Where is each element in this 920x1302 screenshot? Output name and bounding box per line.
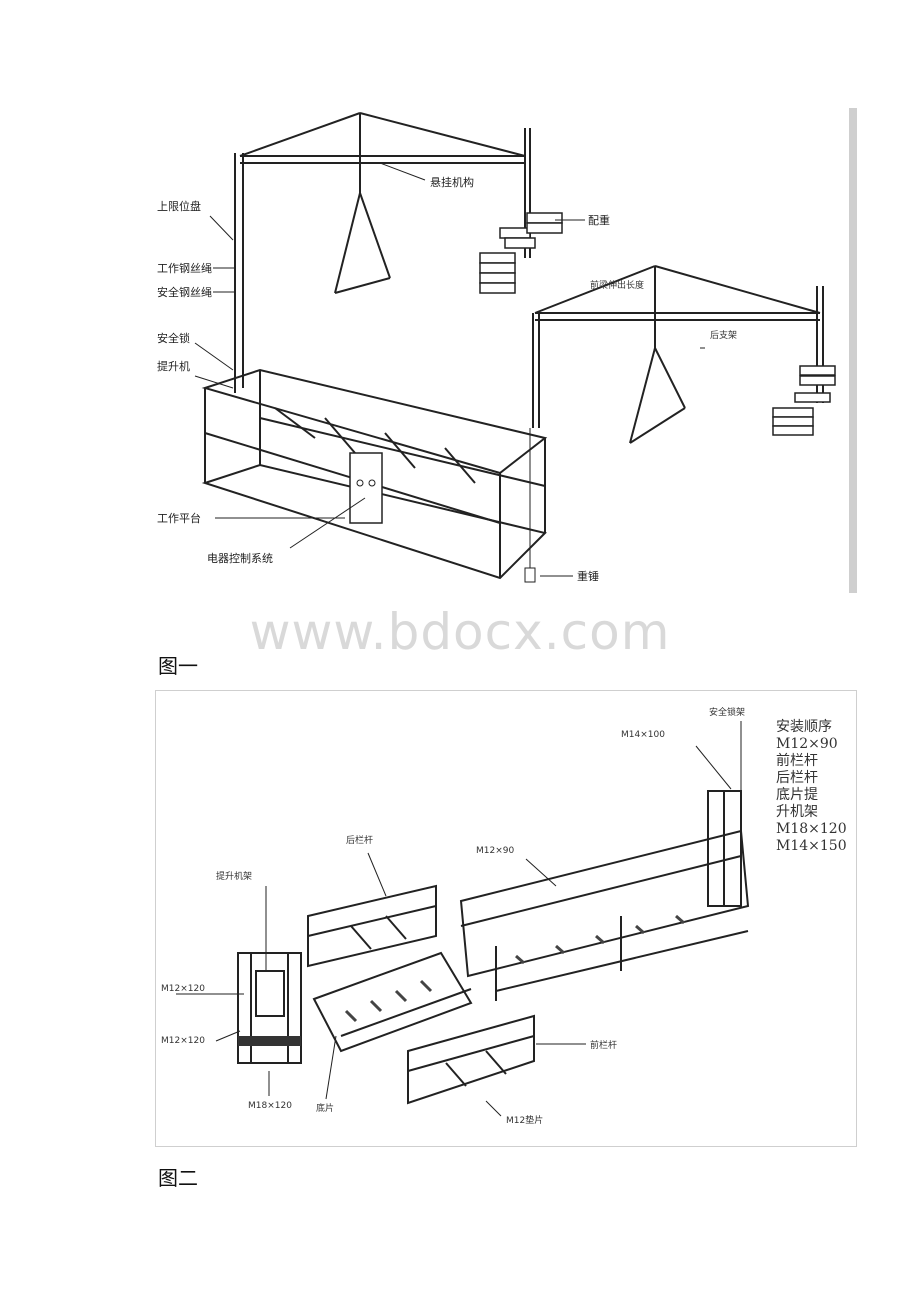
label-leaders xyxy=(194,162,705,577)
label-counterweight: 配重 xyxy=(588,213,610,227)
figure-1-drawing: 上限位盘 工作钢丝绳 安全钢丝绳 安全锁 提升机 工作平台 电器控制系统 悬挂机… xyxy=(157,108,857,593)
label-front-beam: 前梁伸出长度 xyxy=(590,279,644,291)
rear-rail xyxy=(307,884,437,968)
legend-line: M18×120 xyxy=(776,821,847,837)
base-plate xyxy=(312,951,473,1053)
label-m14x100: M14×100 xyxy=(621,730,665,740)
label-safety-lock-mount: 安全锁架 xyxy=(709,706,745,718)
label-safety-rope: 安全钢丝绳 xyxy=(157,285,212,299)
label-rear-beam: 后支架 xyxy=(710,329,737,341)
label-safety-lock: 安全锁 xyxy=(157,331,190,345)
figure-1-caption: 图一 xyxy=(158,654,198,678)
figure-1-suspended-platform-diagram: 上限位盘 工作钢丝绳 安全钢丝绳 安全锁 提升机 工作平台 电器控制系统 悬挂机… xyxy=(155,108,857,593)
left-suspension-mechanism xyxy=(234,112,531,393)
legend-line: 前栏杆 xyxy=(776,752,818,769)
legend-line: 后栏杆 xyxy=(776,770,818,786)
label-m12x90: M12×90 xyxy=(476,846,514,856)
legend-line: 安装顺序 xyxy=(776,719,832,735)
hoist-frame-base xyxy=(238,1036,301,1046)
assembly-legend: 安装顺序 M12×90 前栏杆 后栏杆 底片提 升机架 M18×120 M14×… xyxy=(776,719,847,854)
figure-2-drawing: 提升机架 M12×120 M12×120 M18×120 后栏杆 底片 前栏杆 … xyxy=(161,706,847,1126)
control-knob-icon xyxy=(356,479,364,487)
scan-edge xyxy=(849,108,857,593)
left-counterweights xyxy=(479,212,563,294)
hammer-weight xyxy=(524,567,536,583)
label-platform: 工作平台 xyxy=(157,511,201,525)
label-rear-rail: 后栏杆 xyxy=(346,834,373,846)
figure-2-caption: 图二 xyxy=(158,1166,198,1190)
electrical-control-box xyxy=(349,452,383,524)
legend-line: 底片提 xyxy=(776,787,818,803)
legend-line: M12×90 xyxy=(776,736,838,752)
label-suspension: 悬挂机构 xyxy=(430,175,474,189)
label-hammer: 重锤 xyxy=(577,569,599,583)
control-knob-icon xyxy=(368,479,376,487)
figure-2-exploded-assembly-diagram: 提升机架 M12×120 M12×120 M18×120 后栏杆 底片 前栏杆 … xyxy=(155,690,857,1147)
legend-line: 升机架 xyxy=(776,804,818,820)
label-m12x120: M12×120 xyxy=(161,984,205,994)
label-work-rope: 工作钢丝绳 xyxy=(157,261,212,275)
label-m12-washer: M12垫片 xyxy=(506,1114,543,1126)
hoist-frame xyxy=(237,952,302,1064)
label-hoist-frame: 提升机架 xyxy=(216,870,252,882)
legend-line: M14×150 xyxy=(776,838,847,854)
label-base: 底片 xyxy=(316,1102,334,1114)
assembled-platform xyxy=(459,790,750,1001)
right-suspension-mechanism xyxy=(532,265,824,444)
label-hoist: 提升机 xyxy=(157,359,190,373)
base-plate-slots xyxy=(344,979,433,1023)
label-m18x120: M18×120 xyxy=(248,1101,292,1111)
fig2-label-leaders xyxy=(176,721,742,1117)
front-rail xyxy=(407,1014,535,1105)
label-m12x120b: M12×120 xyxy=(161,1036,205,1046)
right-counterweights xyxy=(772,365,836,436)
watermark: www.bdocx.com xyxy=(249,603,671,661)
assembled-floor-slots xyxy=(515,914,685,965)
label-electrical: 电器控制系统 xyxy=(207,551,273,565)
label-front-rail: 前栏杆 xyxy=(590,1039,617,1051)
label-upper-limit: 上限位盘 xyxy=(157,199,201,213)
